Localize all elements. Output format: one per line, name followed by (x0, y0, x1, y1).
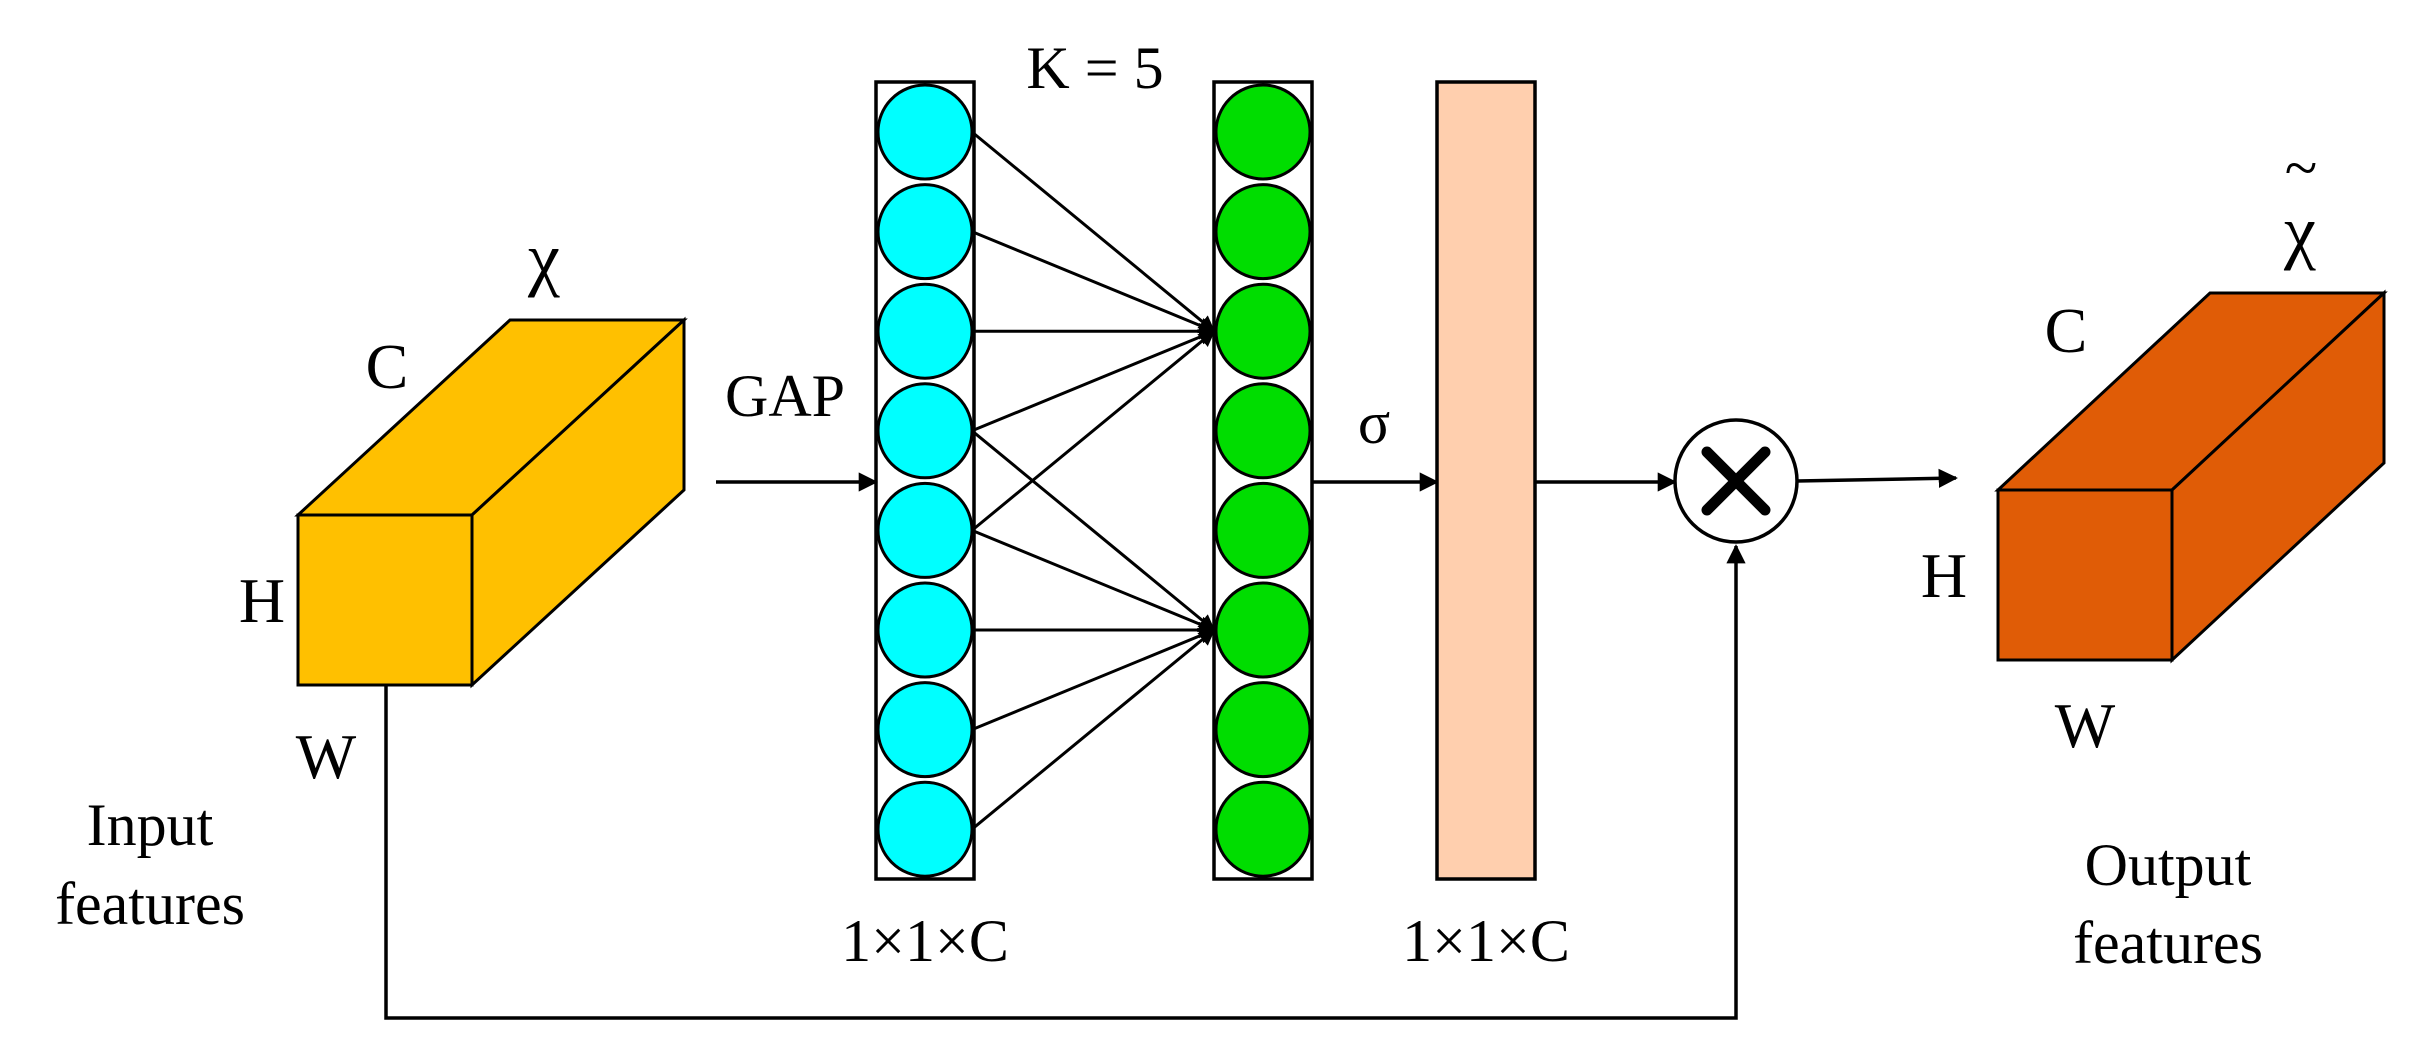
conv-edge (971, 230, 1216, 334)
input-symbol: χ (527, 218, 560, 298)
gap-vector-nodes (876, 83, 974, 878)
multiply-to-output-arrow (1796, 468, 1958, 488)
gap-node (876, 481, 974, 579)
sigma-label: σ (1358, 390, 1390, 456)
output-dim-w: W (2055, 690, 2116, 761)
conv-node (1214, 780, 1312, 878)
kernel-size-label: K = 5 (1026, 35, 1163, 101)
conv-node (1214, 481, 1312, 579)
input-caption-line2: features (55, 871, 245, 937)
multiply-icon (1673, 418, 1799, 544)
output-symbol: χ (2283, 191, 2316, 271)
conv-node (1214, 282, 1312, 380)
input-dim-c: C (366, 331, 409, 402)
gap-node (876, 83, 974, 181)
conv-node (1214, 183, 1312, 281)
gap-node (876, 681, 974, 779)
output-dim-c: C (2045, 295, 2088, 366)
output-symbol-tilde: ~ (2285, 135, 2317, 201)
output-caption-line2: features (2073, 910, 2263, 976)
conv-node (1214, 83, 1312, 181)
sigmoid-vector-size: 1×1×C (1402, 908, 1570, 974)
conv-edge (971, 628, 1216, 831)
conv-node (1214, 581, 1312, 679)
input-cube-front (296, 513, 474, 687)
conv-node (1214, 382, 1312, 480)
gap-node (876, 282, 974, 380)
conv-edge (971, 628, 1216, 731)
sigmoid-weights-bar (1435, 80, 1537, 881)
output-cube-front (1996, 488, 2174, 662)
conv-edge (971, 429, 1216, 632)
gap-node (876, 581, 974, 679)
output-caption-line1: Output (2085, 832, 2252, 898)
input-dim-w: W (296, 721, 357, 792)
input-caption-line1: Input (87, 792, 214, 858)
gap-node (876, 183, 974, 281)
conv-node (1214, 681, 1312, 779)
conv-vector-nodes (1214, 83, 1312, 878)
input-feature-cube (294, 316, 688, 689)
conv-connections (971, 130, 1216, 831)
gap-vector-size: 1×1×C (841, 908, 1009, 974)
gap-label: GAP (725, 363, 845, 429)
conv-edge (971, 330, 1216, 532)
output-feature-cube (1994, 289, 2388, 664)
skip-connection (384, 544, 1746, 1020)
input-dim-h: H (239, 565, 285, 636)
gap-node (876, 382, 974, 480)
conv-edge (971, 329, 1216, 433)
output-dim-h: H (1921, 540, 1967, 611)
conv-edge (971, 529, 1216, 632)
gap-node (876, 780, 974, 878)
gap-vector-frame (874, 80, 976, 881)
conv-edge (971, 130, 1216, 333)
